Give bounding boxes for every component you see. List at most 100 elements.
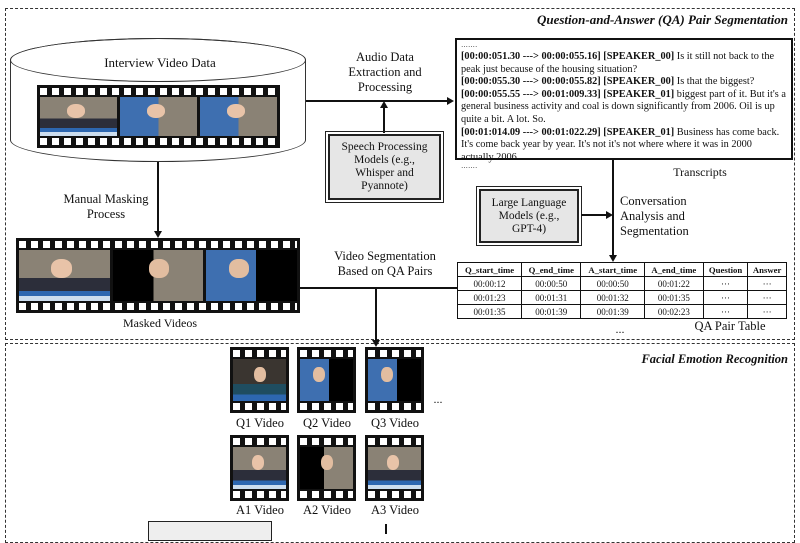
q2-label: Q2 Video bbox=[303, 416, 351, 430]
arrow-head bbox=[372, 340, 380, 347]
audio-arrow bbox=[306, 100, 448, 102]
video-frame bbox=[40, 97, 117, 136]
column-header: Q_start_time bbox=[456, 262, 523, 277]
transcript-line: [00:01:014.09 ---> 00:01:022.29] [SPEAKE… bbox=[461, 127, 787, 165]
arrow-head bbox=[154, 231, 162, 238]
table-cell: 00:01:39 bbox=[521, 304, 582, 319]
table-cell: 00:01:35 bbox=[456, 304, 523, 319]
masked-film-strip bbox=[16, 238, 300, 313]
llm-arrow bbox=[581, 214, 607, 216]
timestamp: [00:00:051.30 ---> 00:00:055.16] [SPEAKE… bbox=[461, 51, 675, 62]
table-cell: 00:01:31 bbox=[521, 290, 582, 305]
a3-clip bbox=[365, 435, 424, 501]
database-top bbox=[10, 38, 306, 82]
table-cell: 00:01:23 bbox=[456, 290, 523, 305]
table-cell: 00:00:50 bbox=[580, 276, 645, 291]
a1-clip bbox=[230, 435, 289, 501]
qa-section-title: Question-and-Answer (QA) Pair Segmentati… bbox=[536, 12, 788, 27]
speech-arrow bbox=[383, 107, 385, 133]
video-seg-label: Video Segmentation Based on QA Pairs bbox=[334, 249, 436, 278]
qa-table-label: QA Pair Table bbox=[694, 319, 766, 333]
timestamp: [00:01:014.09 ---> 00:01:022.29] [SPEAKE… bbox=[461, 126, 675, 138]
qa-segmentation-section bbox=[5, 8, 795, 340]
table-cell: ··· bbox=[702, 276, 749, 291]
q2-clip bbox=[297, 347, 356, 413]
table-cell: 00:00:50 bbox=[521, 276, 582, 291]
q1-label: Q1 Video bbox=[236, 416, 284, 430]
arrow-head bbox=[606, 211, 613, 219]
timestamp: [00:00:055.55 ---> 00:01:009.33] [SPEAKE… bbox=[461, 88, 675, 100]
transcript-line: [00:00:055.30 ---> 00:00:055.82] [SPEAKE… bbox=[461, 76, 787, 89]
utterance: biggest part of it. But it's a general b… bbox=[461, 88, 786, 125]
timestamp: [00:00:055.30 ---> 00:00:055.82] [SPEAKE… bbox=[461, 76, 675, 88]
fer-section-title: Facial Emotion Recognition bbox=[641, 352, 788, 366]
transcripts-label: Transcripts bbox=[673, 165, 727, 179]
q1-clip bbox=[230, 347, 289, 413]
masked-videos-label: Masked Videos bbox=[122, 316, 198, 330]
llm-box: Large Language Models (e.g., GPT-4) bbox=[476, 186, 582, 246]
table-cell: 00:01:32 bbox=[580, 290, 645, 305]
transcript-ellipsis: ······· bbox=[461, 164, 478, 173]
a3-label: A3 Video bbox=[371, 503, 419, 517]
qa-pair-table: Q_start_time Q_end_time A_start_time A_e… bbox=[456, 262, 787, 319]
table-more-ellipsis: ... bbox=[615, 322, 625, 336]
next-stage-box bbox=[148, 521, 272, 541]
table-cell: 00:00:12 bbox=[456, 276, 523, 291]
masking-arrow bbox=[157, 162, 159, 232]
column-header: A_end_time bbox=[643, 262, 704, 277]
audio-step-label: Audio Data Extraction and Processing bbox=[348, 50, 422, 94]
next-stage-line bbox=[385, 524, 387, 534]
arrow-head bbox=[380, 101, 388, 108]
video-frame bbox=[233, 447, 286, 489]
video-frame bbox=[300, 359, 353, 401]
video-frame bbox=[368, 359, 421, 401]
transcript-to-table-arrow bbox=[612, 160, 614, 256]
table-cell: ··· bbox=[747, 304, 787, 319]
video-frame bbox=[120, 97, 197, 136]
table-cell: ··· bbox=[702, 290, 749, 305]
speech-models-box: Speech Processing Models (e.g., Whisper … bbox=[325, 131, 444, 203]
transcript-line: [00:00:055.55 ---> 00:01:009.33] [SPEAKE… bbox=[461, 89, 787, 127]
video-frame bbox=[19, 250, 110, 301]
table-cell: 00:02:23 bbox=[643, 304, 704, 319]
interview-film-strip bbox=[37, 85, 280, 148]
utterance: Business has come back. It's come back y… bbox=[461, 126, 780, 163]
q3-clip bbox=[365, 347, 424, 413]
arrow-head bbox=[609, 255, 617, 262]
a2-label: A2 Video bbox=[303, 503, 351, 517]
conversation-step-label: Conversation Analysis and Segmentation bbox=[620, 194, 689, 238]
video-frame bbox=[112, 250, 204, 301]
utterance: Is it still not back to the peak just be… bbox=[461, 51, 775, 75]
a1-label: A1 Video bbox=[236, 503, 284, 517]
table-header-row: Q_start_time Q_end_time A_start_time A_e… bbox=[456, 262, 787, 277]
q3-label: Q3 Video bbox=[371, 416, 419, 430]
transcript-line: [00:00:051.30 ---> 00:00:055.16] [SPEAKE… bbox=[461, 51, 787, 76]
table-cell: ··· bbox=[747, 276, 787, 291]
transcript-document: ······· [00:00:051.30 ---> 00:00:055.16]… bbox=[455, 38, 793, 172]
video-frame bbox=[200, 97, 277, 136]
table-cell: 00:01:22 bbox=[643, 276, 704, 291]
utterance: Is that the biggest? bbox=[676, 76, 755, 88]
table-cell: ··· bbox=[702, 304, 749, 319]
video-frame bbox=[233, 359, 286, 401]
arrow-head bbox=[447, 97, 454, 105]
column-header: Q_end_time bbox=[521, 262, 582, 277]
table-cell: ··· bbox=[747, 290, 787, 305]
seg-arrow bbox=[375, 287, 377, 341]
masking-step-label: Manual Masking Process bbox=[63, 192, 149, 221]
video-frame bbox=[368, 447, 421, 489]
column-header: Question bbox=[702, 262, 749, 277]
column-header: Answer bbox=[747, 262, 787, 277]
clips-more-ellipsis: ... bbox=[433, 392, 443, 406]
table-cell: 00:01:35 bbox=[643, 290, 704, 305]
seg-connector bbox=[300, 287, 457, 289]
interview-db-label: Interview Video Data bbox=[104, 55, 216, 70]
a2-clip bbox=[297, 435, 356, 501]
column-header: A_start_time bbox=[580, 262, 645, 277]
transcript-ellipsis: ······· bbox=[461, 43, 478, 51]
video-frame bbox=[206, 250, 298, 301]
video-frame bbox=[300, 447, 353, 489]
